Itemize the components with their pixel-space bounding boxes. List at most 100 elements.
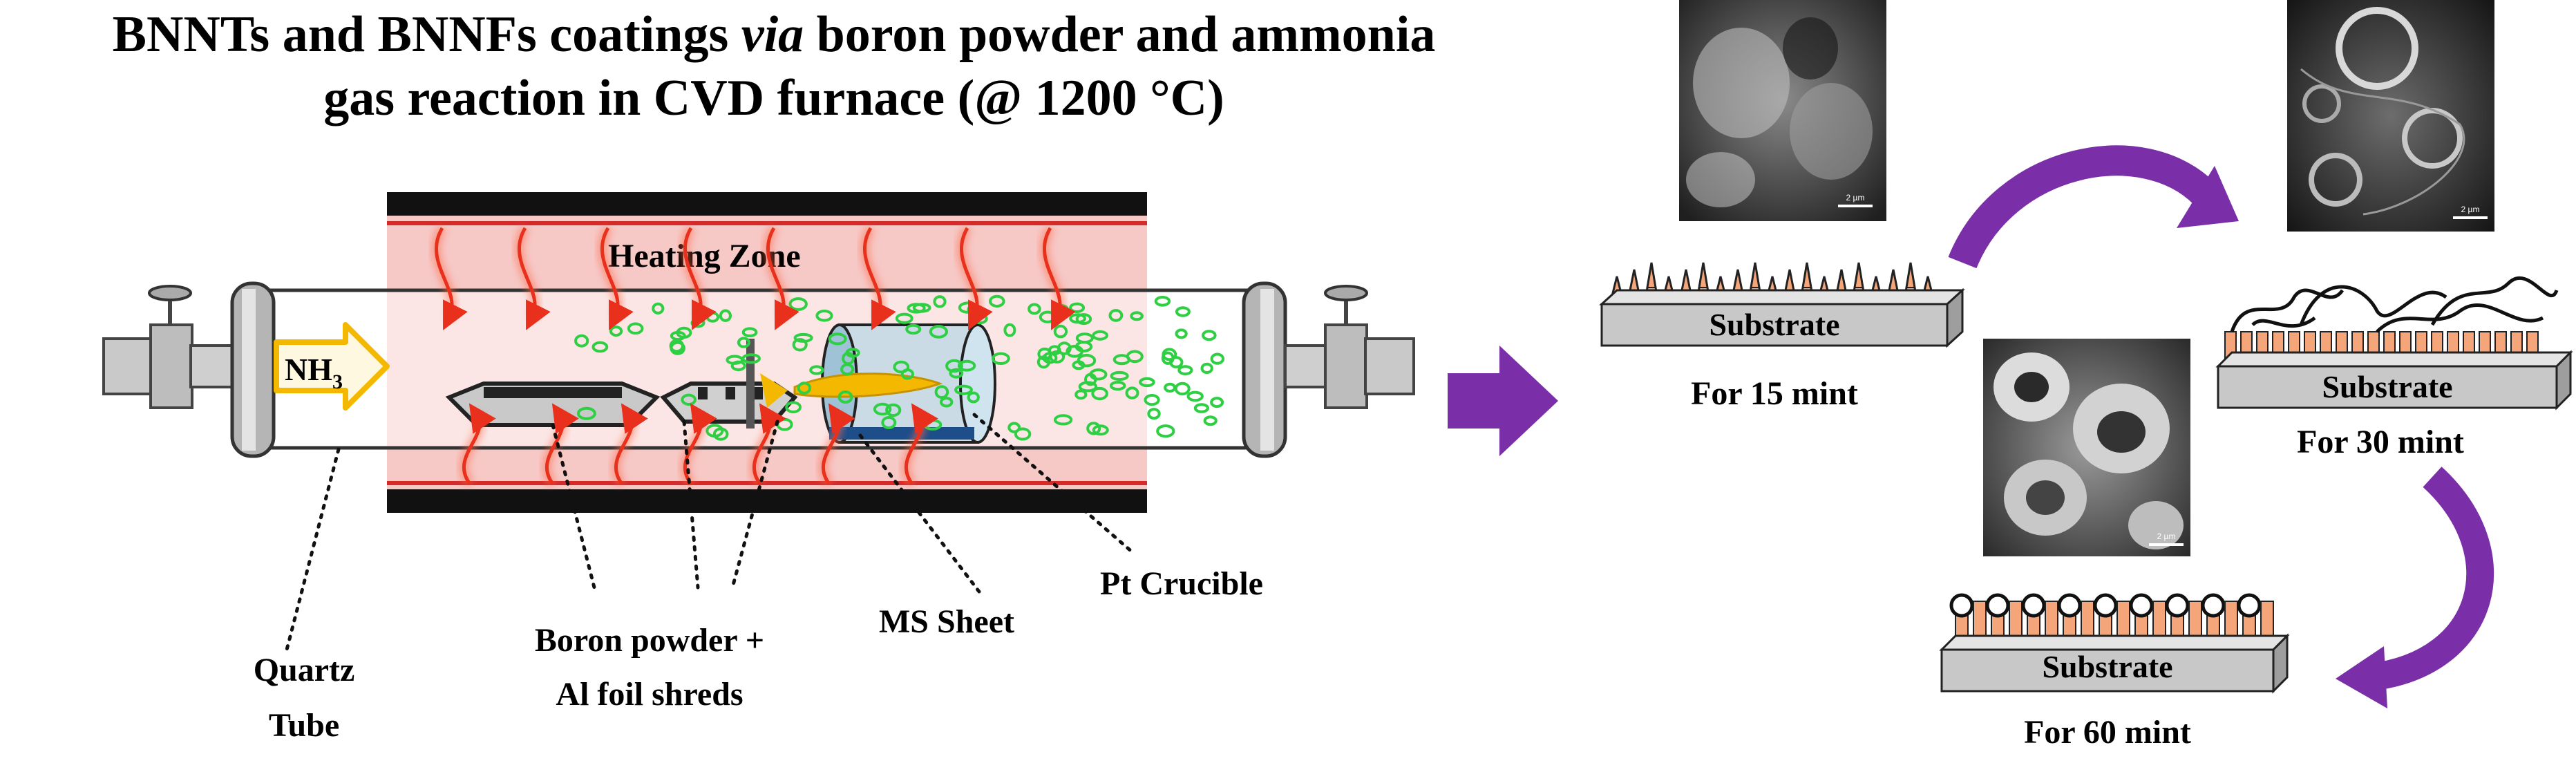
gas-bubble [737, 337, 750, 348]
bnnt-wire [2376, 303, 2544, 333]
heat-arrow [683, 227, 717, 330]
heat-arrow [683, 403, 717, 485]
scale-bar-30min: 2 µm [2461, 205, 2480, 214]
heat-arrow [822, 403, 855, 485]
quartz-tube-label-1: Quartz [254, 652, 355, 688]
gas-bubble [1175, 306, 1191, 317]
gas-bubble [681, 393, 697, 406]
heat-arrow [600, 227, 634, 330]
gas-bubble [1156, 424, 1175, 438]
gas-bubble [912, 303, 931, 313]
title-prefix: BNNTs and BNNFs coatings [112, 6, 741, 63]
substrate-label-30min: Substrate [2322, 369, 2452, 404]
gas-bubble [719, 309, 732, 322]
gas-bubble [1154, 296, 1171, 307]
boron-label-1: Boron powder + [535, 622, 764, 659]
substrate-top-15min [1599, 289, 1965, 305]
substrate-label-15min: Substrate [1709, 307, 1839, 342]
svg-text:NH3: NH3 [285, 352, 343, 393]
gas-bubble [741, 327, 758, 338]
gas-bubble [793, 332, 813, 343]
gas-bubble [905, 323, 922, 335]
left-flange [102, 281, 276, 458]
quartz-tube [261, 288, 1260, 450]
title-line-2: gas reaction in CVD furnace (@ 1200 °C) [323, 70, 1224, 126]
gas-bubble [1130, 311, 1144, 321]
gas-bubble [881, 416, 897, 429]
title-line-1: BNNTs and BNNFs coatings via boron powde… [0, 6, 1548, 64]
stage-15min: 2 µm Substrate For 15 mint [1599, 0, 1965, 412]
gas-bubble [1084, 373, 1097, 386]
gas-bubble [1210, 397, 1224, 408]
bnnf-head [2237, 593, 2262, 618]
gas-bubble [1109, 381, 1126, 391]
gas-bubble [1110, 370, 1129, 382]
bnnt-wires-30min [2230, 276, 2559, 333]
gas-bubble [1053, 414, 1073, 426]
heat-arrow [462, 403, 496, 485]
gas-bubble [1186, 390, 1204, 402]
gas-bubble [1075, 332, 1094, 344]
gas-bubble [1177, 365, 1193, 375]
boron-boat [445, 382, 798, 427]
bnnt-wire [2251, 316, 2316, 328]
process-arrow-curve-2 [2336, 467, 2494, 708]
gas-bubble [1091, 386, 1108, 401]
bnnt-wire [2230, 288, 2345, 332]
gas-bubble [1057, 341, 1072, 355]
gas-bubble [1144, 394, 1160, 406]
quartz-tube-label-2: Tube [269, 707, 339, 744]
heat-arrow [905, 403, 938, 485]
gas-bubble [815, 310, 833, 322]
gas-bubble [1092, 330, 1108, 341]
heater-line-top [387, 221, 1147, 225]
nh3-gas-arrow: NH3 [274, 322, 390, 411]
gas-bubble [676, 326, 692, 339]
gas-bubble [885, 403, 902, 417]
gas-bubble [992, 352, 1010, 365]
gas-bubble [967, 391, 980, 404]
gas-bubble [797, 382, 812, 395]
scale-bar-60min: 2 µm [2157, 531, 2176, 541]
heat-arrow [766, 227, 799, 330]
gas-bubble [1164, 382, 1177, 393]
gas-bubble [933, 295, 947, 308]
bnnf-head [2201, 593, 2226, 618]
bnnf-head [2057, 593, 2082, 618]
gas-label: NH [285, 352, 332, 387]
gas-bubble [574, 334, 589, 348]
gas-bubble [1139, 377, 1155, 388]
bnnf-head [1985, 593, 2010, 618]
gas-bubble [940, 397, 954, 408]
sem-image-30min: 2 µm [2287, 0, 2494, 232]
gas-bubble [837, 390, 853, 404]
bnnf-head [2165, 593, 2190, 618]
gas-bubble [949, 368, 964, 379]
gas-bubble [1092, 424, 1109, 436]
bnnt-flowers-60min [1949, 593, 2274, 650]
stage-60min: 2 µm Substrate For 60 mint [1939, 339, 2290, 751]
gas-flow-arrowhead [760, 373, 788, 408]
bnnf-head [2093, 593, 2118, 618]
gas-bubble [1210, 352, 1225, 365]
title-italic: via [741, 6, 804, 63]
gas-bubble [1162, 348, 1177, 361]
heater-bar-top [387, 192, 1147, 216]
bnnf-head [2021, 593, 2046, 618]
right-flange [1242, 281, 1415, 458]
gas-bubble [1049, 350, 1066, 364]
gas-subscript: 3 [332, 370, 343, 393]
process-arrow-main [1448, 346, 1558, 456]
stage-30min: 2 µm Substrate For 30 mint [2215, 0, 2573, 460]
heat-arrow [862, 227, 896, 330]
pt-crucible-label: Pt Crucible [1100, 565, 1263, 602]
bnnt-wire [2299, 285, 2447, 326]
gas-bubble [1200, 362, 1213, 375]
gas-bubble [873, 402, 892, 416]
title-suffix: boron powder and ammonia [804, 6, 1436, 63]
substrate-15min [1600, 303, 1949, 347]
substrate-label-60min: Substrate [2042, 649, 2172, 684]
ms-sheet [746, 339, 755, 429]
boron-label-2: Al foil shreds [556, 676, 743, 713]
caption-15min: For 15 mint [1691, 375, 1858, 412]
